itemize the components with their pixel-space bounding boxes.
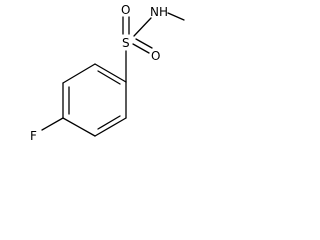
bond-s-o-right-b	[135, 38, 153, 49]
structure-diagram: F S O O NH	[30, 3, 185, 143]
atom-sulfur: S	[122, 36, 130, 50]
ring-double-inner-1	[97, 70, 121, 85]
ring-bond-2	[94, 63, 127, 83]
ring-double-inner-2	[97, 115, 121, 130]
atom-fluorine: F	[30, 129, 37, 143]
ring-bond-5	[62, 117, 96, 137]
atom-nitrogen: NH	[150, 5, 168, 19]
bond-s-o-right-a	[132, 43, 150, 54]
bond-n-methyl	[167, 12, 185, 21]
atom-oxygen-right: O	[151, 49, 160, 63]
bond-s-n	[133, 17, 152, 37]
ring-bond-4	[94, 117, 127, 137]
bond-c-f	[41, 117, 64, 131]
ring-bond-1	[62, 63, 96, 84]
atom-oxygen-top: O	[121, 3, 130, 17]
